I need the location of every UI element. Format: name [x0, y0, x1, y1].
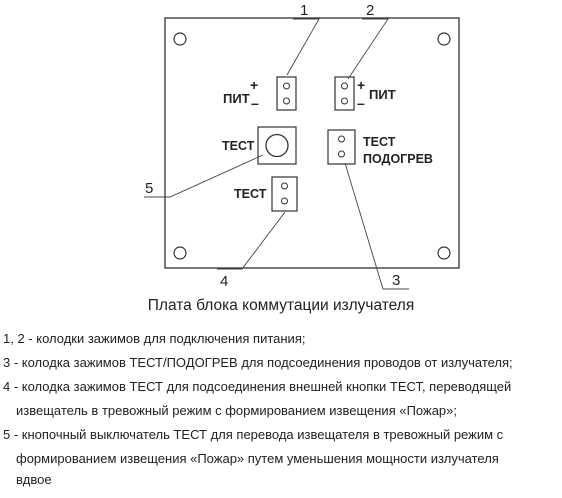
terminal-power-1-plus: + [250, 77, 258, 93]
legend-item-4-line-2: извещатель в тревожный режим с формирова… [16, 403, 457, 418]
legend-item: 3 - колодка зажимов ТЕСТ/ПОДОГРЕВ для по… [3, 351, 559, 375]
legend-item: 5 - кнопочный выключатель ТЕСТ для перев… [3, 423, 559, 489]
terminal-power-1-minus: – [251, 95, 259, 111]
board-diagram: ПИТ + – + – ПИТ ТЕСТ ТЕСТ ПОДОГРЕВ ТЕСТ … [144, 2, 460, 290]
callout-2-leader [347, 18, 389, 80]
legend-list: 1, 2 - колодки зажимов для подключения п… [3, 327, 559, 489]
terminal-test-heat-label-line2: ПОДОГРЕВ [363, 152, 433, 166]
callout-5-number: 5 [145, 180, 153, 197]
terminal-test-heat-label-line1: ТЕСТ [363, 135, 396, 149]
terminal-power-1 [276, 76, 297, 111]
terminal-power-2-label: ПИТ [369, 87, 396, 102]
board-outline [164, 17, 460, 269]
callout-3-number: 3 [392, 272, 400, 289]
terminal-test [271, 176, 298, 212]
callout-1-leader [286, 18, 320, 76]
callout-4-number: 4 [220, 273, 228, 290]
callout-2-number: 2 [366, 2, 374, 19]
terminal-power-2-minus: – [357, 95, 365, 111]
test-push-button-label: ТЕСТ [222, 139, 255, 153]
callout-5-leader [144, 154, 264, 198]
mounting-hole-bottom-right [437, 246, 451, 260]
callout-1-number: 1 [300, 2, 308, 19]
legend-item: 1, 2 - колодки зажимов для подключения п… [3, 327, 559, 351]
mounting-hole-top-right [437, 32, 451, 46]
diagram-caption: Плата блока коммутации излучателя [147, 297, 415, 314]
terminal-power-2 [334, 76, 355, 111]
terminal-power-1-label: ПИТ [223, 91, 250, 106]
terminal-test-label: ТЕСТ [234, 187, 267, 201]
mounting-hole-top-left [173, 32, 187, 46]
legend-item: 4 - колодка зажимов ТЕСТ для подсоединен… [3, 375, 559, 423]
terminal-power-2-plus: + [357, 77, 365, 93]
test-push-button [257, 126, 297, 165]
legend-item-5-line-1: 5 - кнопочный выключатель ТЕСТ для перев… [3, 427, 504, 442]
legend-item-4-line-1: 4 - колодка зажимов ТЕСТ для подсоединен… [3, 379, 512, 394]
legend-item-5-line-3: вдвое [16, 472, 52, 487]
mounting-hole-bottom-left [173, 246, 187, 260]
legend-item-3-line-1: 3 - колодка зажимов ТЕСТ/ПОДОГРЕВ для по… [3, 355, 513, 370]
legend-item-5-line-2: формированием извещения «Пожар» путем ум… [16, 451, 499, 466]
legend-item-1-line-1: 1, 2 - колодки зажимов для подключения п… [3, 331, 306, 346]
callout-3-leader [344, 162, 409, 290]
callout-4-leader [217, 211, 286, 270]
terminal-test-heat [327, 129, 356, 165]
